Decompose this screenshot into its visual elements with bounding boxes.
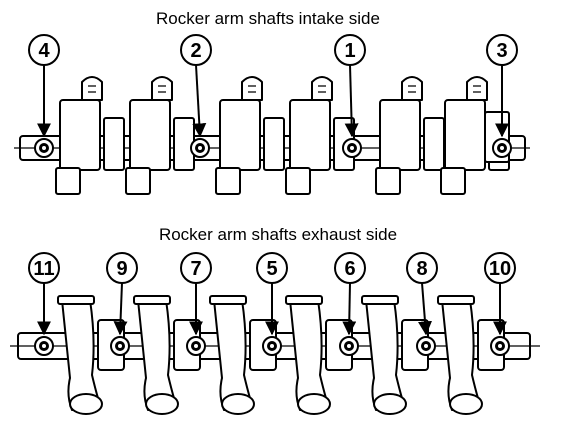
intake-rocker-arm (285, 76, 355, 195)
exhaust-title: Rocker arm shafts exhaust side (159, 225, 397, 244)
intake-shaft-bolt (492, 138, 512, 158)
exhaust-shaft-bolt (110, 336, 130, 356)
exhaust-shaft-bolt (34, 336, 54, 356)
intake-shaft-bolt (342, 138, 362, 158)
callout-number: 1 (344, 40, 355, 62)
intake-rocker-arm (125, 76, 195, 195)
callout-number: 6 (344, 258, 355, 280)
callout-number: 9 (116, 258, 127, 280)
callout-number: 7 (190, 258, 201, 280)
exhaust-shaft-assembly (10, 295, 540, 415)
exhaust-callout-11: 11 (28, 252, 60, 336)
intake-title: Rocker arm shafts intake side (156, 9, 380, 28)
intake-rocker-arm (55, 76, 125, 195)
callout-number: 11 (33, 258, 54, 280)
callout-number: 5 (266, 258, 277, 280)
exhaust-callout-7: 7 (180, 252, 212, 336)
intake-rocker-arm (215, 76, 285, 195)
intake-callout-4: 4 (28, 34, 60, 138)
callout-number: 10 (489, 258, 511, 280)
exhaust-shaft-bolt (490, 336, 510, 356)
callout-number: 2 (190, 40, 201, 62)
intake-shaft-bolt (34, 138, 54, 158)
exhaust-callout-6: 6 (334, 252, 366, 336)
exhaust-callout-5: 5 (256, 252, 288, 336)
exhaust-shaft-bolt (262, 336, 282, 356)
intake-shaft-assembly (14, 76, 530, 195)
intake-callout-1: 1 (334, 34, 366, 138)
exhaust-rocker-arm (57, 295, 125, 415)
intake-shaft-bolt (190, 138, 210, 158)
intake-rocker-arm (375, 76, 445, 195)
exhaust-callout-9: 9 (106, 252, 138, 336)
exhaust-rocker-arm (285, 295, 353, 415)
exhaust-shaft-bolt (416, 336, 436, 356)
exhaust-shaft-bolt (339, 336, 359, 356)
callout-number: 4 (38, 40, 50, 62)
callout-number: 8 (416, 258, 427, 280)
exhaust-shaft-bolt (186, 336, 206, 356)
intake-callout-2: 2 (180, 34, 212, 138)
exhaust-callout-8: 8 (406, 252, 438, 336)
exhaust-rocker-arm (361, 295, 429, 415)
exhaust-rocker-arm (133, 295, 201, 415)
callout-number: 3 (496, 40, 507, 62)
intake-callout-3: 3 (486, 34, 518, 138)
exhaust-rocker-arm (437, 295, 505, 415)
exhaust-rocker-arm (209, 295, 277, 415)
exhaust-callout-10: 10 (484, 252, 516, 336)
